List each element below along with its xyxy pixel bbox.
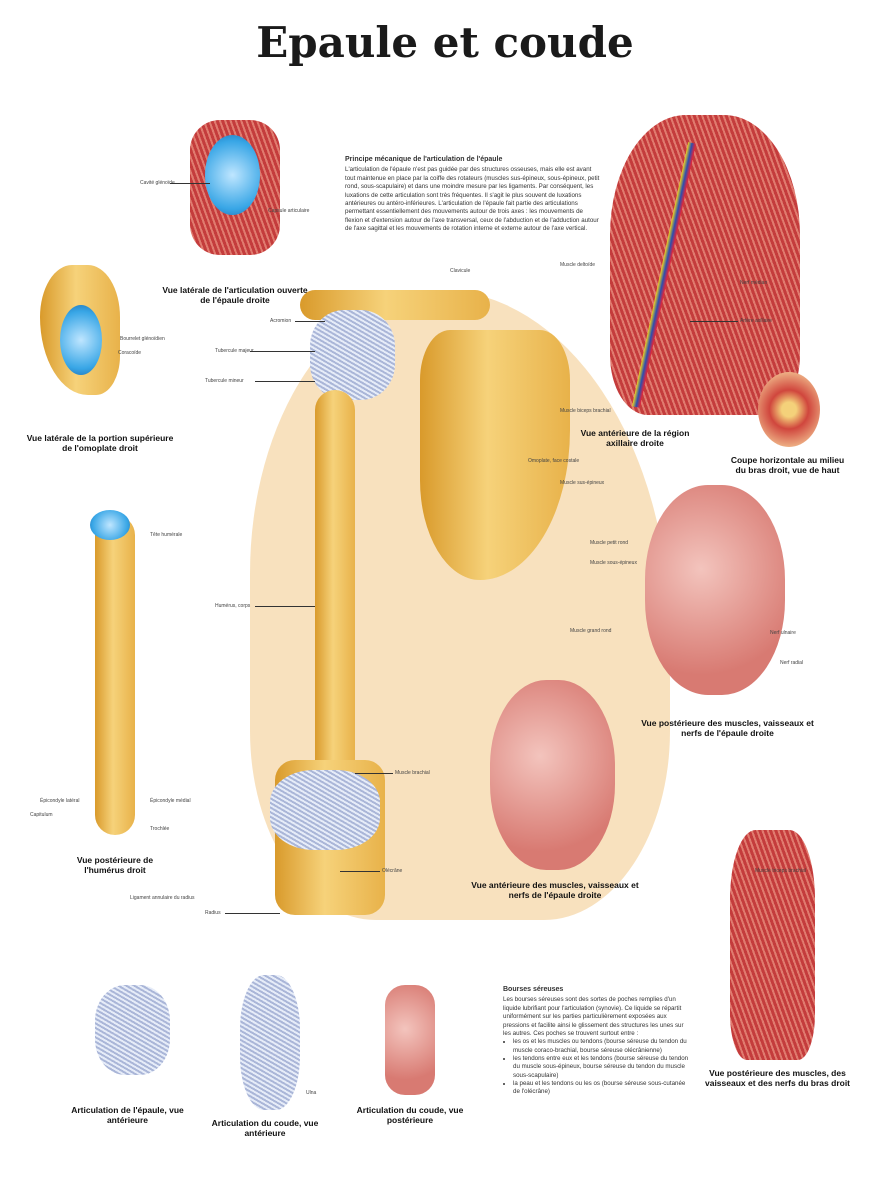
- anatomy-label: Muscle sous-épineux: [590, 560, 637, 566]
- anatomy-label: Muscle deltoïde: [560, 262, 596, 268]
- caption-fig5: Vue postérieure de l'humérus droit: [76, 855, 154, 876]
- humerus-posterior-illustration: [95, 515, 135, 835]
- anatomy-label: Omoplate, face costale: [528, 458, 580, 464]
- shoulder-anterior-muscles-illustration: [490, 680, 615, 870]
- shoulder-posterior-muscles-illustration: [645, 485, 785, 695]
- anatomy-label: Muscle grand rond: [570, 628, 612, 634]
- shoulder-ligaments-illustration: [310, 310, 395, 400]
- anatomy-label: Humérus, corps: [215, 603, 251, 609]
- elbow-ligaments-illustration: [270, 770, 380, 850]
- anatomy-label: Muscle sus-épineux: [560, 480, 605, 486]
- leader-line: [355, 773, 393, 774]
- anatomy-label: Nerf ulnaire: [770, 630, 796, 636]
- anatomy-label: Tubercule majeur: [215, 348, 254, 354]
- text-bursae: Bourses séreuses Les bourses séreuses so…: [503, 985, 693, 1097]
- caption-fig8: Vue postérieure des muscles, des vaissea…: [704, 1068, 851, 1089]
- anatomy-label: Cavité glénoïde: [140, 180, 175, 186]
- leader-line: [255, 381, 315, 382]
- anatomy-label: Clavicule: [450, 268, 471, 274]
- text-bursae-body: Les bourses séreuses sont des sortes de …: [503, 996, 684, 1037]
- poster-title: Epaule et coude: [256, 18, 634, 67]
- anatomy-label: Ligament annulaire du radius: [130, 895, 195, 901]
- caption-fig1: Vue latérale de l'articulation ouverte d…: [162, 285, 308, 306]
- leader-line: [225, 913, 280, 914]
- anatomy-label: Radius: [205, 910, 221, 916]
- leader-line: [255, 606, 315, 607]
- text-mechanics-heading: Principe mécanique de l'articulation de …: [345, 156, 503, 163]
- caption-fig2: Vue latérale de la portion supérieure de…: [26, 433, 174, 454]
- anatomy-label: Acromion: [270, 318, 292, 324]
- leader-line: [250, 351, 315, 352]
- arm-cross-section-illustration: [758, 372, 820, 447]
- anatomy-label: Muscle biceps brachial: [560, 408, 611, 414]
- caption-fig6: Vue postérieure des muscles, vaisseaux e…: [641, 718, 814, 739]
- anatomy-label: Olécrâne: [382, 868, 403, 874]
- anatomy-label: Artère axillaire: [740, 318, 772, 324]
- text-mechanics-body: L'articulation de l'épaule n'est pas gui…: [345, 166, 600, 232]
- humerus-central-illustration: [315, 390, 355, 790]
- caption-fig10: Articulation du coude, vue antérieure: [211, 1118, 319, 1139]
- text-bursae-heading: Bourses séreuses: [503, 986, 564, 993]
- anatomy-label: Muscle brachial: [395, 770, 430, 776]
- caption-fig9: Articulation de l'épaule, vue antérieure: [71, 1105, 184, 1126]
- leader-line: [340, 871, 380, 872]
- arm-posterior-muscles-illustration: [730, 830, 815, 1060]
- shoulder-joint-anterior-illustration: [95, 985, 170, 1075]
- anatomy-label: Bourrelet glénoïdien: [120, 336, 165, 342]
- text-mechanics: Principe mécanique de l'articulation de …: [345, 155, 600, 233]
- humeral-head-illustration: [90, 510, 130, 540]
- anatomy-label: Capsule articulaire: [268, 208, 310, 214]
- axillary-region-illustration: [610, 115, 800, 415]
- elbow-joint-anterior-illustration: [240, 975, 300, 1110]
- glenoid-cavity-illustration: [205, 135, 260, 215]
- anatomy-label: Muscle petit rond: [590, 540, 629, 546]
- bursae-bullet: les os et les muscles ou tendons (bourse…: [513, 1038, 693, 1055]
- anatomy-label: Muscle triceps brachial: [755, 868, 806, 874]
- caption-fig3: Vue antérieure de la région axillaire dr…: [580, 428, 690, 449]
- anatomy-label: Tubercule mineur: [205, 378, 244, 384]
- anatomy-label: Épicondyle latéral: [40, 798, 80, 804]
- caption-fig11: Articulation du coude, vue postérieure: [356, 1105, 464, 1126]
- elbow-joint-posterior-illustration: [385, 985, 435, 1095]
- leader-line: [690, 321, 738, 322]
- anatomy-label: Coracoïde: [118, 350, 142, 356]
- anatomy-label: Trochlée: [150, 826, 170, 832]
- bursae-bullet: la peau et les tendons ou les os (bourse…: [513, 1080, 693, 1097]
- anatomy-label: Nerf médian: [740, 280, 768, 286]
- leader-line: [295, 321, 325, 322]
- bursae-bullet: les tendons entre eux et les tendons (bo…: [513, 1055, 693, 1080]
- caption-fig7: Vue antérieure des muscles, vaisseaux et…: [471, 880, 639, 901]
- leader-line: [170, 183, 210, 184]
- caption-fig4: Coupe horizontale au milieu du bras droi…: [730, 455, 845, 476]
- anatomy-label: Ulna: [306, 1090, 317, 1096]
- anatomy-label: Nerf radial: [780, 660, 804, 666]
- glenoid-illustration: [60, 305, 102, 375]
- anatomy-label: Tête humérale: [150, 532, 183, 538]
- anatomy-label: Épicondyle médial: [150, 798, 191, 804]
- anatomy-label: Capitulum: [30, 812, 53, 818]
